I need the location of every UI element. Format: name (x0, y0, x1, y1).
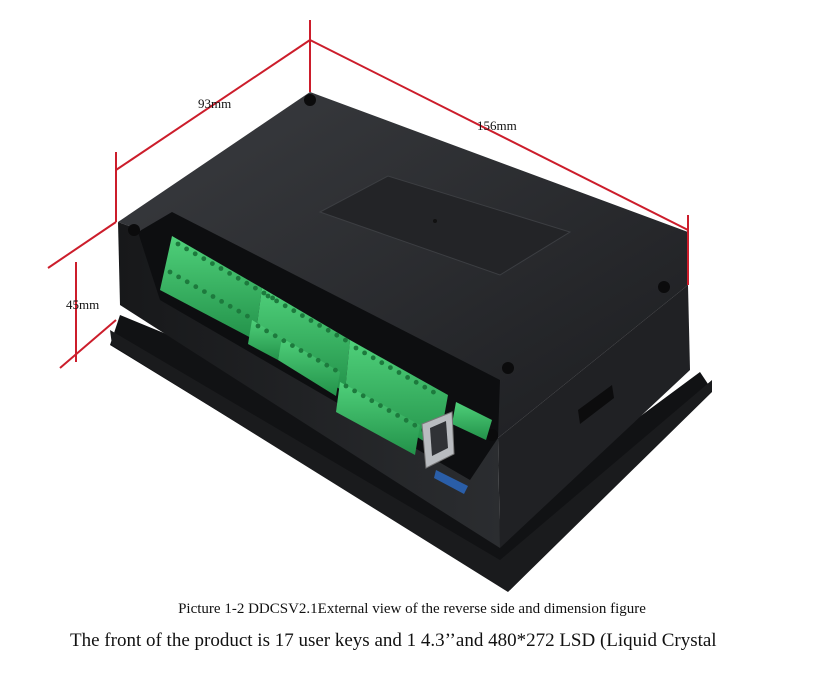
side-slot (578, 385, 614, 424)
terminal-screw-hole (324, 362, 330, 368)
terminal-screw-hole (307, 353, 312, 358)
terminal-screw-hole (253, 285, 258, 291)
extension-line-height-top (47, 221, 117, 269)
enclosure-illustration (47, 20, 712, 592)
terminal-screw-hole (325, 327, 331, 333)
terminal-screw-hole (227, 271, 233, 276)
terminal-screw-hole (201, 256, 207, 262)
pcb-edge (434, 470, 468, 494)
terminal-screw-hole (184, 279, 190, 285)
dimension-line-93 (115, 39, 311, 171)
terminal-screw-hole (412, 422, 418, 428)
screw-front-left (128, 224, 140, 236)
terminal-screw-hole (218, 266, 224, 271)
terminal-screw-hole (227, 303, 233, 309)
terminal-screw-hole (255, 323, 261, 329)
terminal-screw-hole (352, 388, 357, 394)
terminal-screw-hole (272, 333, 278, 339)
usb-port-opening (430, 421, 448, 456)
terminal-screw-hole (210, 294, 216, 299)
terminal-screw-hole (369, 398, 375, 404)
terminal-screw-hole (343, 383, 349, 389)
status-led (433, 219, 437, 223)
terminal-screw-hole (175, 241, 181, 247)
terminal-screw-hole (343, 337, 348, 343)
terminal-screw-hole (245, 313, 250, 319)
screw-front-mid (502, 362, 514, 374)
terminal-screw-hole (333, 367, 338, 373)
terminal-screw-hole (300, 313, 305, 318)
terminal-screw-hole (308, 318, 314, 323)
terminal-screw-hole (219, 299, 225, 304)
terminal-screw-hole (317, 323, 322, 328)
terminal-screw-hole (291, 308, 297, 314)
screw-front-right (486, 429, 498, 441)
terminal-screw-hole (274, 298, 279, 304)
terminal-screw-hole (405, 375, 410, 380)
screw-top-right (658, 281, 670, 293)
dimension-label-length: 156mm (477, 118, 517, 133)
terminal-screw-hole (264, 328, 269, 334)
extension-line-height-bottom (59, 319, 117, 369)
terminal-screw-hole (193, 284, 199, 290)
label-recess (318, 175, 572, 276)
terminal-screw-hole (353, 345, 359, 351)
terminal-screw-hole (290, 343, 295, 348)
terminal-screw-hole (378, 403, 383, 408)
enclosure-top (118, 92, 688, 438)
terminal-screw-hole (403, 417, 409, 423)
terminal-screw-hole (379, 360, 385, 366)
terminal-screw-hole (270, 295, 275, 301)
terminal-screw-hole (235, 275, 241, 281)
terminal-screw-hole (167, 269, 173, 275)
terminal-screw-hole (261, 290, 267, 296)
terminal-screw-hole (202, 289, 207, 294)
product-figure: 93mm 156mm 45mm (47, 20, 712, 592)
terminal-screw-hole (413, 379, 419, 385)
terminal-screw-hole (282, 303, 288, 309)
terminal-screw-hole (386, 408, 392, 413)
dimension-lines (47, 20, 689, 369)
terminal-screw-hole (184, 246, 190, 252)
terminal-screw-hole (176, 274, 182, 280)
terminal-screw-hole (362, 350, 367, 356)
terminal-screw-hole (395, 413, 400, 418)
enclosure-right-side (498, 285, 690, 548)
terminal-screw-hole (370, 355, 376, 361)
terminal-screw-hole (210, 261, 215, 266)
terminal-screw-hole (334, 332, 340, 338)
screw-top-left (304, 94, 316, 106)
dimension-label-height: 45mm (66, 297, 100, 312)
terminal-screw-hole (281, 338, 287, 344)
terminal-screw-hole (396, 370, 402, 375)
dimension-line-156 (309, 39, 689, 231)
terminal-screw-hole (298, 348, 304, 353)
terminal-screw-hole (236, 308, 242, 314)
terminal-screw-hole (315, 357, 321, 363)
terminal-screw-hole (360, 393, 366, 399)
figure-caption: Picture 1-2 DDCSV2.1External view of the… (178, 601, 646, 617)
terminal-screw-hole (192, 251, 198, 257)
terminal-screw-hole (422, 384, 428, 390)
terminal-screw-hole (388, 365, 393, 370)
terminal-screw-hole (431, 389, 436, 395)
body-paragraph: The front of the product is 17 user keys… (70, 630, 717, 651)
front-panel-edge (110, 330, 712, 592)
terminal-screw-hole (244, 280, 250, 286)
dimension-label-depth: 93mm (198, 96, 232, 111)
terminal-screw-hole (265, 293, 271, 299)
